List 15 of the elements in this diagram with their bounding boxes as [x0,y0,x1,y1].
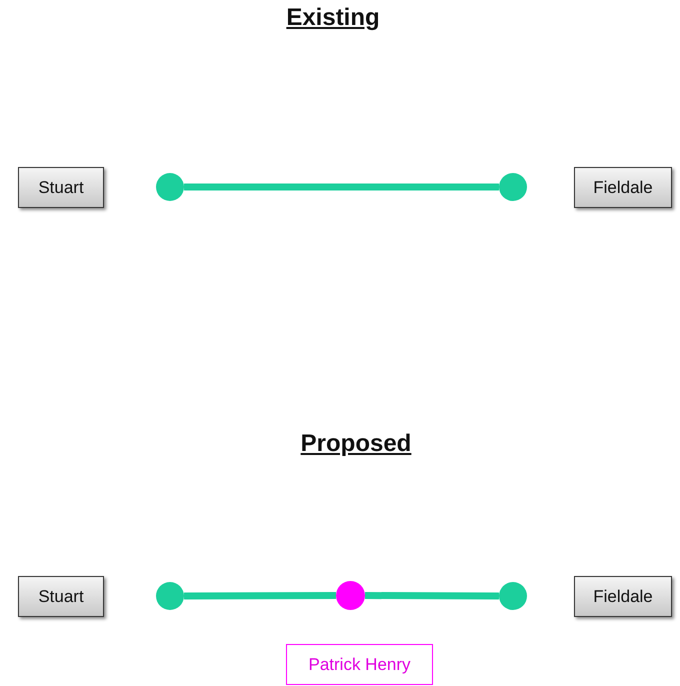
station-box: Fieldale [574,576,672,617]
station-dot [499,173,527,201]
station-box: Stuart [18,576,104,617]
line-segment [184,592,336,600]
station-box: Patrick Henry [286,644,433,685]
station-dot [156,173,184,201]
line-segment [364,592,500,600]
station-box: Stuart [18,167,104,208]
section-heading: Existing [286,4,380,32]
station-box: Fieldale [574,167,672,208]
new-station-dot [336,581,365,610]
station-dot [156,582,184,610]
section-heading: Proposed [300,430,412,458]
line-segment [184,184,499,190]
station-dot [499,582,527,610]
